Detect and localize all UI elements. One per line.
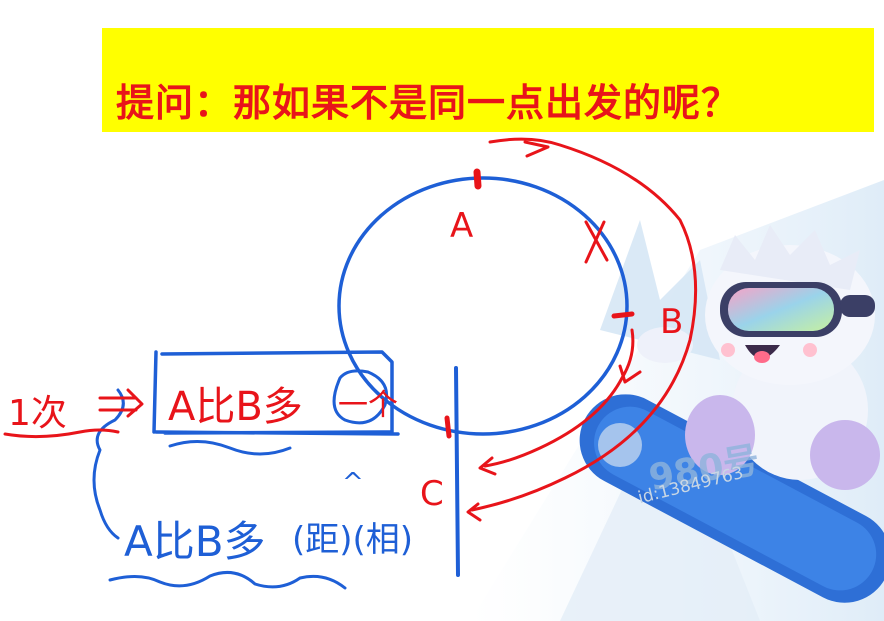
- question-text: 提问：那如果不是同一点出发的呢？: [116, 81, 741, 125]
- note-underline-bottom: [108, 570, 347, 590]
- note-line2-tail: (距)(相): [292, 520, 414, 560]
- question-banner: 提问：那如果不是同一点出发的呢？: [102, 28, 874, 132]
- arrow-head-left: [478, 456, 497, 476]
- arrow-head-top: [523, 140, 550, 158]
- point-c-mark: [444, 415, 452, 439]
- note-line1-text: A比B多: [168, 384, 303, 430]
- red-underline-first: [3, 428, 120, 439]
- point-a-label: A: [450, 206, 474, 246]
- arrow-head-down: [618, 364, 642, 384]
- point-b-mark: [611, 311, 635, 319]
- outer-red-path: [470, 137, 698, 512]
- count-label: 1次: [8, 393, 67, 434]
- red-cross-mark: [584, 220, 609, 264]
- point-b-label: B: [660, 302, 684, 342]
- point-a-mark: [473, 168, 482, 190]
- note-circle-mark: [332, 369, 389, 425]
- connector-curve: [92, 388, 125, 540]
- point-c-label: C: [420, 474, 444, 514]
- note-underline-top: [168, 440, 292, 456]
- vertical-line: [454, 366, 460, 577]
- note-box: [152, 350, 400, 436]
- note-line2-text: A比B多: [124, 517, 266, 566]
- track-circle: [337, 176, 629, 436]
- equals-arrow: [98, 388, 144, 418]
- note-line2-caret: ^: [342, 468, 364, 498]
- arrow-head-bottom: [466, 502, 482, 522]
- note-line1-circled: 一个: [338, 388, 398, 423]
- inner-red-path: [483, 328, 635, 468]
